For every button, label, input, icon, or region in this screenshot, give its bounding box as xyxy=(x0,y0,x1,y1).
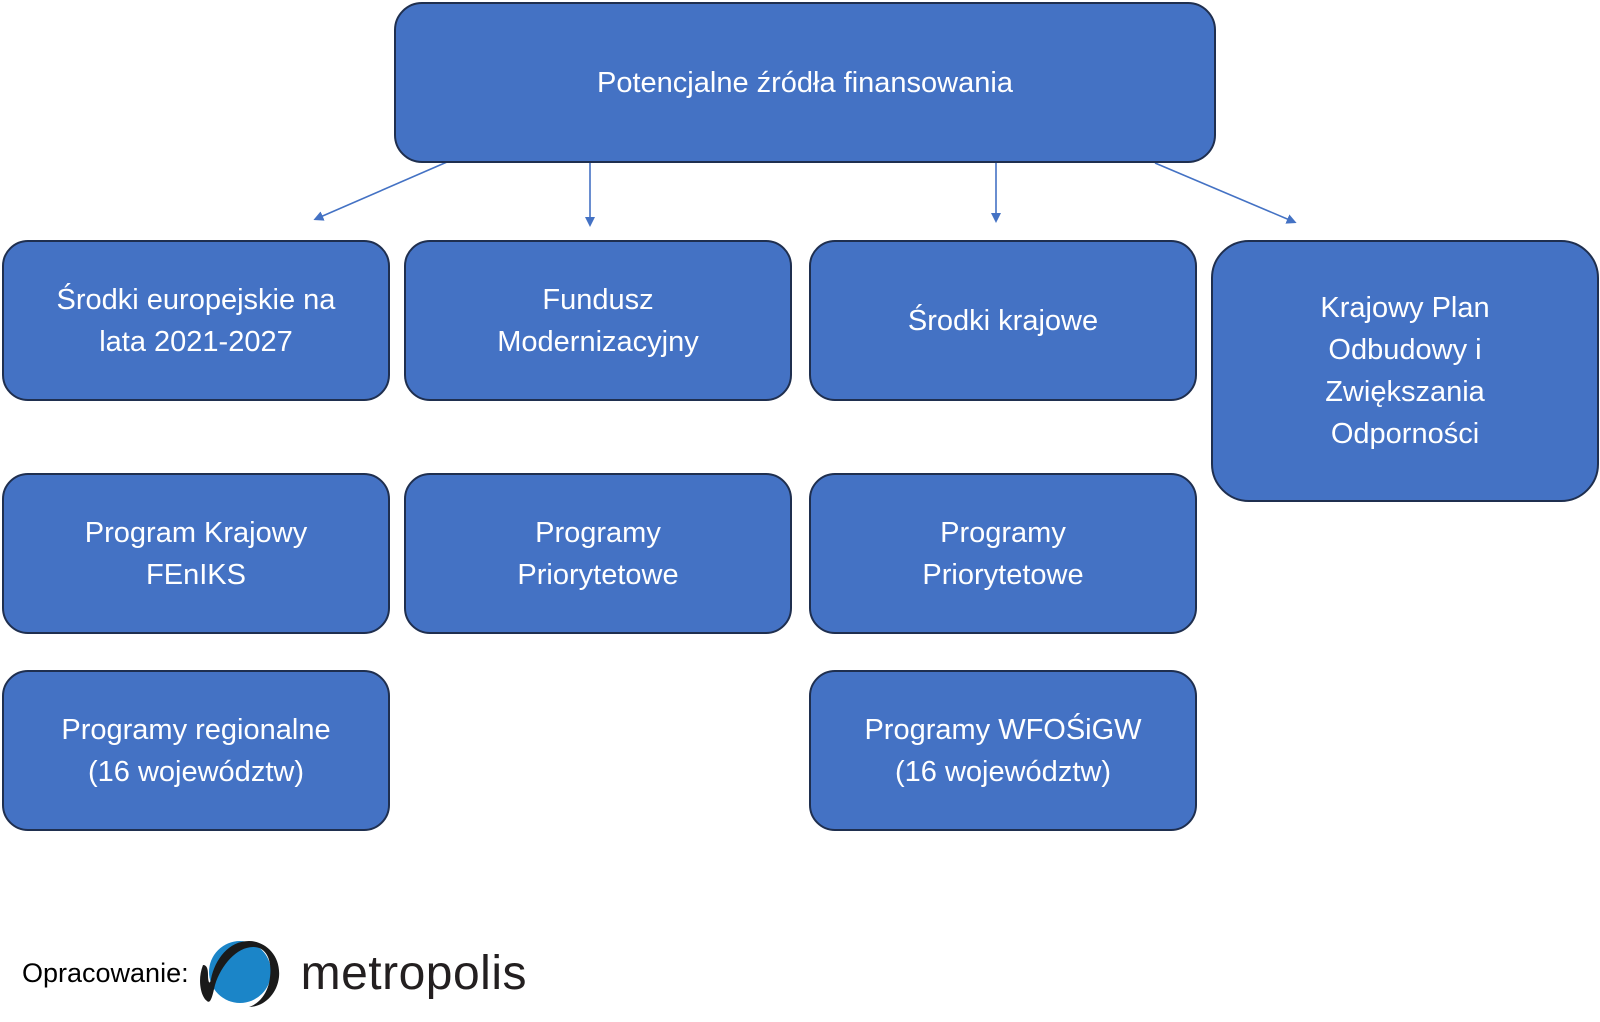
node-programy-regionalne: Programy regionalne (16 województw) xyxy=(2,670,390,831)
node-krajowy-plan-odbudowy: Krajowy Plan Odbudowy i Zwiększania Odpo… xyxy=(1211,240,1599,502)
node-label: Środki europejskie na lata 2021-2027 xyxy=(56,283,336,358)
footer-credit: Opracowanie: metropolis xyxy=(22,935,527,1011)
node-programy-priorytetowe-krajowe: Programy Priorytetowe xyxy=(809,473,1197,634)
node-label: Programy Priorytetowe xyxy=(922,516,1084,591)
node-programy-wfosigw: Programy WFOŚiGW (16 województw) xyxy=(809,670,1197,831)
node-label: Programy Priorytetowe xyxy=(517,516,679,591)
node-label: Krajowy Plan Odbudowy i Zwiększania Odpo… xyxy=(1320,292,1490,450)
node-label: Fundusz Modernizacyjny xyxy=(497,283,699,358)
node-label: Programy WFOŚiGW (16 województw) xyxy=(864,713,1142,788)
node-label: Środki krajowe xyxy=(907,304,1099,337)
arrow-to-srodki-europejskie xyxy=(313,161,448,221)
node-fundusz-modernizacyjny: Fundusz Modernizacyjny xyxy=(404,240,792,401)
footer-label: Opracowanie: xyxy=(22,957,189,988)
node-label: Programy regionalne (16 województw) xyxy=(61,713,331,788)
metropolis-logo-icon xyxy=(199,941,279,1007)
metropolis-logo-text: metropolis xyxy=(300,946,528,1000)
node-program-feniks: Program Krajowy FEnIKS xyxy=(2,473,390,634)
arrow-to-kpo xyxy=(1154,162,1297,224)
root-node-label: Potencjalne źródła finansowania xyxy=(597,66,1013,99)
node-srodki-krajowe: Środki krajowe xyxy=(809,240,1197,401)
connector-arrows xyxy=(313,161,1297,227)
node-label: Program Krajowy FEnIKS xyxy=(84,516,308,591)
node-srodki-europejskie: Środki europejskie na lata 2021-2027 xyxy=(2,240,390,401)
node-programy-priorytetowe-fm: Programy Priorytetowe xyxy=(404,473,792,634)
root-node: Potencjalne źródła finansowania xyxy=(394,2,1216,163)
